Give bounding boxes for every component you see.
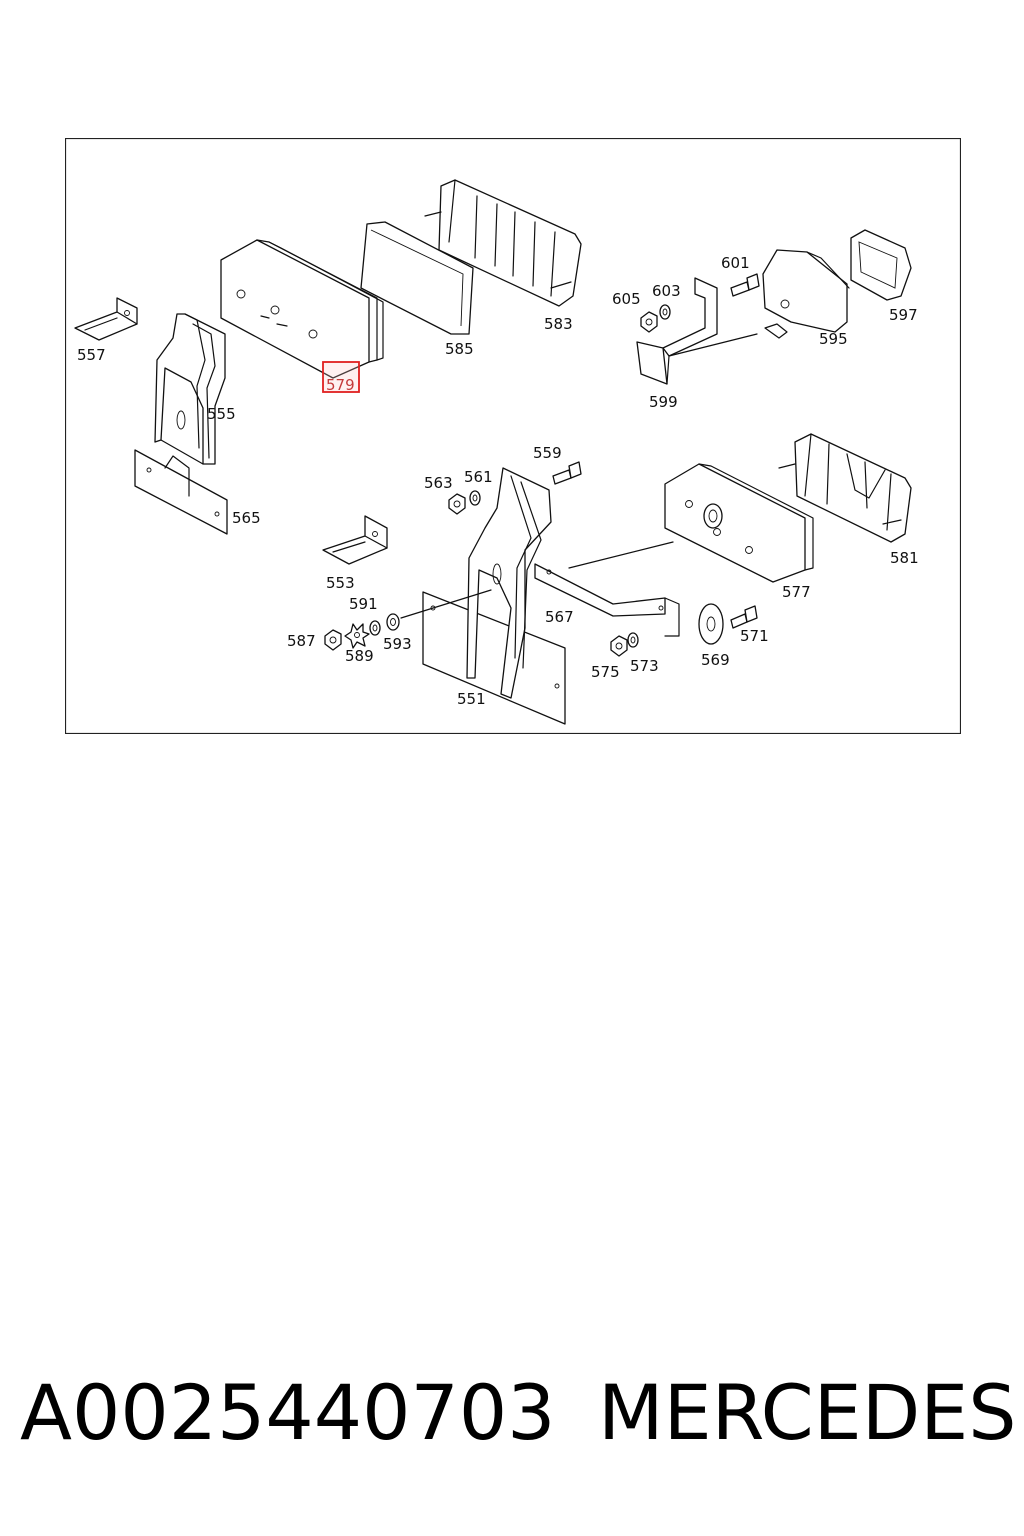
bracket-555[interactable] — [154, 313, 226, 465]
label-575: 575 — [591, 663, 620, 681]
bracket-557[interactable] — [74, 297, 138, 341]
label-571: 571 — [740, 627, 769, 645]
lamp-housing-577[interactable] — [664, 463, 814, 583]
nut-587[interactable] — [324, 629, 342, 651]
label-581: 581 — [890, 549, 919, 567]
reflector-583[interactable] — [424, 179, 582, 307]
diagram-border — [65, 138, 961, 734]
exploded-view-drawing: 557 555 565 579 585 583 605 603 601 599 … — [65, 138, 961, 734]
parts-diagram: 557 555 565 579 585 583 605 603 601 599 … — [65, 138, 961, 734]
label-593: 593 — [383, 635, 412, 653]
label-597: 597 — [889, 306, 918, 324]
label-587: 587 — [287, 632, 316, 650]
highlight-box-579 — [322, 361, 360, 393]
bolt-601[interactable] — [730, 273, 760, 297]
nut-605[interactable] — [640, 311, 658, 333]
lamp-housing-579[interactable] — [220, 239, 384, 379]
bracket-553[interactable] — [322, 515, 388, 565]
bolt-571[interactable] — [730, 605, 758, 629]
washer-603[interactable] — [659, 304, 671, 320]
label-605: 605 — [612, 290, 641, 308]
label-555: 555 — [207, 405, 236, 423]
label-567: 567 — [545, 608, 574, 626]
label-585: 585 — [445, 340, 474, 358]
label-591: 591 — [349, 595, 378, 613]
nut-563[interactable] — [448, 493, 466, 515]
lock-washer-589[interactable] — [344, 623, 370, 649]
bolt-559[interactable] — [552, 461, 582, 485]
reflector-581[interactable] — [778, 433, 912, 543]
label-573: 573 — [630, 657, 659, 675]
label-561: 561 — [464, 468, 493, 486]
bracket-599[interactable] — [636, 277, 758, 385]
label-601: 601 — [721, 254, 750, 272]
nut-575[interactable] — [610, 635, 628, 657]
label-579[interactable]: 579 — [326, 376, 355, 394]
label-565: 565 — [232, 509, 261, 527]
label-559: 559 — [533, 444, 562, 462]
label-557: 557 — [77, 346, 106, 364]
disc-569[interactable] — [698, 603, 724, 645]
bracket-551[interactable] — [400, 467, 566, 725]
label-595: 595 — [819, 330, 848, 348]
label-603: 603 — [652, 282, 681, 300]
footer-caption: A0025440703 MERCEDES — [0, 1368, 1024, 1478]
label-583: 583 — [544, 315, 573, 333]
brand-name: MERCEDES — [598, 1368, 1017, 1457]
lens-597[interactable] — [850, 229, 912, 301]
label-599: 599 — [649, 393, 678, 411]
washer-561[interactable] — [469, 490, 481, 506]
label-563: 563 — [424, 474, 453, 492]
part-number: A0025440703 — [20, 1368, 556, 1457]
label-551: 551 — [457, 690, 486, 708]
washer-591[interactable] — [369, 620, 381, 636]
washer-573[interactable] — [627, 632, 639, 648]
label-589: 589 — [345, 647, 374, 665]
washer-593[interactable] — [386, 613, 400, 631]
bracket-567[interactable] — [534, 541, 680, 637]
label-553: 553 — [326, 574, 355, 592]
label-569: 569 — [701, 651, 730, 669]
lamp-595[interactable] — [762, 249, 850, 339]
plate-565[interactable] — [134, 449, 228, 535]
label-577: 577 — [782, 583, 811, 601]
lens-585[interactable] — [360, 221, 474, 335]
